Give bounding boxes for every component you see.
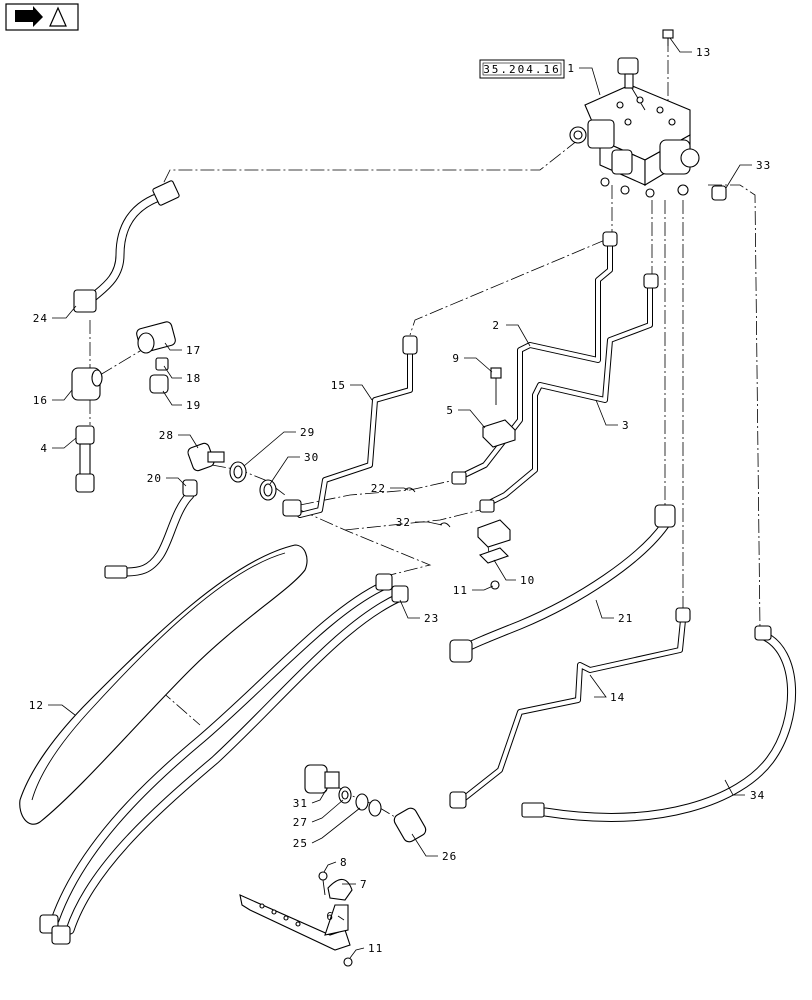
callouts: 1 2 3 4 5 6 7 8 9 10 11 11 12 13 14 15 1… (29, 46, 771, 955)
leader-lines (48, 37, 752, 959)
reference-label: 35.204.16 (483, 63, 561, 76)
washer-29[interactable] (229, 461, 247, 483)
callout-17: 17 (186, 344, 201, 357)
bolt-9[interactable] (490, 367, 502, 405)
valve-block[interactable] (569, 57, 700, 198)
elbow-17[interactable] (136, 321, 177, 354)
callout-11-lower: 11 (368, 942, 383, 955)
bolt-8[interactable] (318, 871, 328, 896)
hose-24[interactable] (73, 180, 180, 313)
callout-31: 31 (293, 797, 308, 810)
callout-7: 7 (360, 878, 368, 891)
washer-27[interactable] (338, 786, 352, 804)
tube-2[interactable] (451, 231, 618, 485)
bracket-6[interactable] (239, 894, 351, 951)
callout-2: 2 (492, 319, 500, 332)
fitting-33[interactable] (711, 185, 727, 201)
elbow-31[interactable] (304, 764, 340, 794)
callout-23: 23 (424, 612, 439, 625)
elbow-16[interactable] (71, 367, 103, 401)
callout-6: 6 (326, 910, 334, 923)
washer-25[interactable] (355, 793, 382, 817)
tube-4[interactable] (75, 425, 95, 493)
callout-12: 12 (29, 699, 44, 712)
callout-14: 14 (610, 691, 625, 704)
callout-28: 28 (159, 429, 174, 442)
callout-22: 22 (371, 482, 386, 495)
nut-11-lower[interactable] (343, 957, 353, 967)
callout-4: 4 (40, 442, 48, 455)
callout-13: 13 (696, 46, 711, 59)
callout-20: 20 (147, 472, 162, 485)
hose-guide-12[interactable] (19, 544, 308, 825)
callout-1: 1 (567, 62, 575, 75)
clamp-10[interactable] (477, 519, 511, 564)
callout-9: 9 (452, 352, 460, 365)
hose-21[interactable] (449, 504, 676, 663)
callout-30: 30 (304, 451, 319, 464)
callout-5: 5 (446, 404, 454, 417)
reference-box[interactable]: 35.204.16 (479, 59, 565, 79)
callout-19: 19 (186, 399, 201, 412)
callout-34: 34 (750, 789, 765, 802)
tube-15[interactable] (282, 335, 418, 518)
plug-18[interactable] (155, 357, 169, 371)
hose-34[interactable] (521, 625, 797, 822)
callout-21: 21 (618, 612, 633, 625)
callout-11-upper: 11 (453, 584, 468, 597)
callout-16: 16 (33, 394, 48, 407)
tube-14[interactable] (449, 607, 691, 809)
tube-3[interactable] (479, 273, 659, 513)
callout-18: 18 (186, 372, 201, 385)
callout-26: 26 (442, 850, 457, 863)
callout-10: 10 (520, 574, 535, 587)
callout-24: 24 (33, 312, 48, 325)
clamp-7[interactable] (327, 878, 353, 901)
callout-32: 32 (396, 516, 411, 529)
callout-25: 25 (293, 837, 308, 850)
seal-32[interactable] (439, 522, 451, 528)
adapter-28[interactable] (187, 442, 225, 472)
cap-19[interactable] (149, 374, 169, 394)
callout-33: 33 (756, 159, 771, 172)
callout-15: 15 (331, 379, 346, 392)
bolt-13[interactable] (662, 29, 674, 46)
hose-pair-23[interactable] (39, 573, 409, 945)
elbow-26[interactable] (392, 806, 428, 844)
washer-30[interactable] (259, 479, 277, 501)
callout-29: 29 (300, 426, 315, 439)
callout-3: 3 (622, 419, 630, 432)
nut-11-upper[interactable] (490, 580, 500, 590)
callout-8: 8 (340, 856, 348, 869)
callout-27: 27 (293, 816, 308, 829)
nav-arrow-icon[interactable] (5, 3, 79, 31)
clamp-5[interactable] (482, 419, 516, 448)
hose-20[interactable] (104, 479, 198, 579)
